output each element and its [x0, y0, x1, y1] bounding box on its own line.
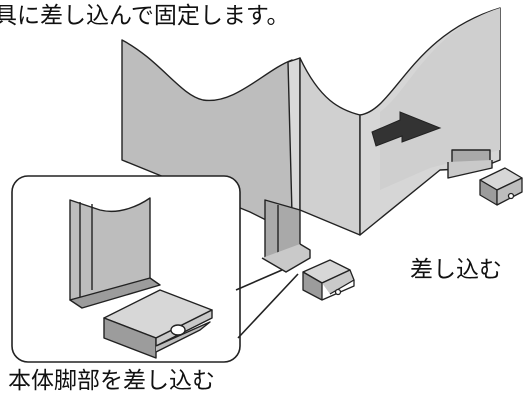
insert-label: 差し込む — [410, 257, 502, 283]
instruction-label: 具に差し込んで固定します。 — [0, 3, 290, 29]
insert-arrow — [371, 111, 442, 147]
middle-panel — [299, 57, 361, 236]
detail-zoom — [69, 197, 213, 359]
insert-leg-label: 本体脚部を差し込む — [8, 368, 215, 394]
right-panel-face — [380, 8, 500, 190]
right-bracket — [479, 167, 523, 206]
left-bracket — [302, 259, 355, 301]
